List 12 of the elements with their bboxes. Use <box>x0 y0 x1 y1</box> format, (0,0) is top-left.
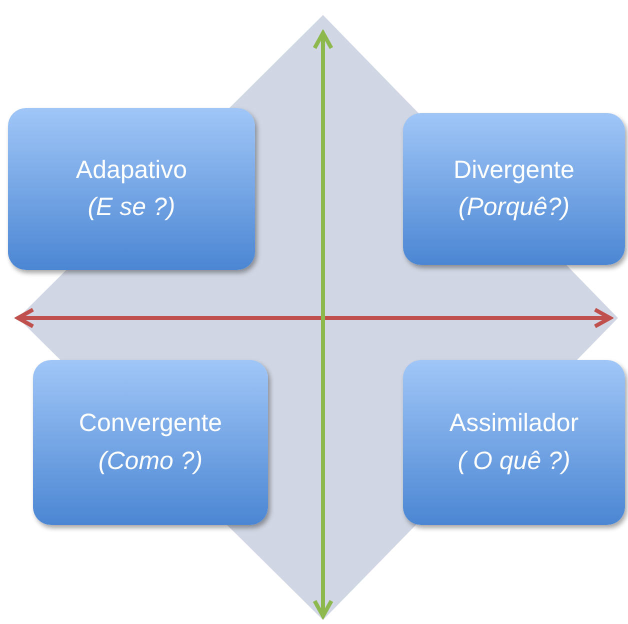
quadrant-box <box>33 360 268 525</box>
style-name: Adapativo <box>76 154 188 186</box>
guiding-question: ( O quê ?) <box>458 446 570 476</box>
guiding-question: (Como ?) <box>98 446 203 476</box>
style-name: Convergente <box>78 408 222 439</box>
guiding-question: (E se ?) <box>88 192 176 223</box>
style-name: Assimilador <box>449 408 579 439</box>
quadrant-box <box>403 113 625 265</box>
style-name: Divergente <box>454 154 574 186</box>
quadrant-box <box>8 108 255 270</box>
guiding-question: (Porquê?) <box>458 192 570 223</box>
quadrant-box <box>403 360 625 525</box>
